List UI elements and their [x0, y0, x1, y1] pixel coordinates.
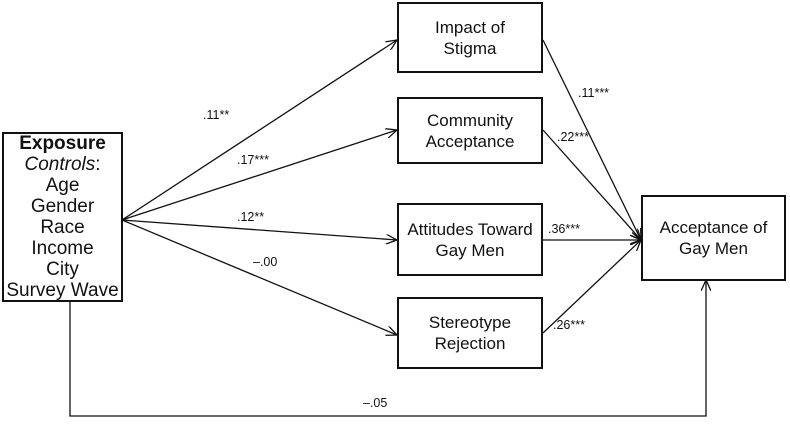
mediator-label-line2: Stigma — [443, 38, 497, 58]
arrow-direct-path — [69, 280, 706, 417]
control-city: City — [46, 259, 79, 280]
controls-label: Controls — [24, 154, 96, 175]
mediator-label-line1: Community — [427, 110, 513, 130]
mediator-label-line2: Gay Men — [435, 240, 505, 260]
mediator-stereotype-rejection: Stereotype Rejection — [397, 297, 543, 369]
coef-stigma-outcome: .11*** — [578, 86, 610, 100]
outcome-label-line1: Acceptance of — [659, 218, 768, 237]
outcome-acceptance-of-gay-men: Acceptance of Gay Men — [641, 195, 786, 281]
arrow-community-to-outcome — [542, 129, 641, 240]
arrow-stigma-to-outcome — [542, 39, 641, 240]
coef-exposure-attitudes: .12** — [237, 210, 265, 224]
coef-exposure-community: .17*** — [237, 153, 269, 167]
mediator-attitudes-toward-gay-men: Attitudes Toward Gay Men — [397, 203, 543, 276]
coef-direct-path: –.05 — [363, 396, 388, 410]
mediator-label-line1: Stereotype — [428, 313, 512, 332]
mediator-impact-of-stigma: Impact of Stigma — [397, 2, 543, 73]
arrow-exposure-to-attitudes — [121, 219, 397, 240]
mediator-label-line1: Attitudes Toward — [407, 219, 533, 239]
arrow-exposure-to-stigma — [121, 40, 397, 221]
mediator-label-line1: Impact of — [435, 17, 505, 37]
control-race: Race — [40, 217, 85, 238]
coef-exposure-stereotype: –.00 — [253, 255, 278, 269]
coef-stereotype-outcome: .26*** — [553, 318, 585, 332]
arrow-stereotype-to-outcome — [542, 240, 641, 334]
control-gender: Gender — [30, 196, 95, 217]
control-age: Age — [45, 175, 80, 196]
controls-heading: Controls: — [24, 154, 100, 175]
mediator-label-line2: Rejection — [434, 334, 506, 353]
control-survey-wave: Survey Wave — [6, 280, 119, 301]
arrow-exposure-to-community — [121, 130, 397, 221]
outcome-label-line2: Gay Men — [679, 239, 748, 258]
exposure-box: Exposure Controls: Age Gender Race Incom… — [2, 132, 123, 302]
control-income: Income — [31, 238, 94, 259]
coef-attitudes-outcome: .36*** — [548, 222, 580, 236]
exposure-title: Exposure — [19, 133, 106, 154]
arrow-exposure-to-stereotype — [121, 219, 397, 335]
controls-colon: : — [95, 154, 101, 175]
coef-exposure-stigma: .11** — [203, 108, 230, 122]
mediator-label-line2: Acceptance — [425, 131, 515, 151]
mediator-community-acceptance: Community Acceptance — [397, 97, 543, 164]
coef-community-outcome: .22*** — [557, 130, 589, 144]
